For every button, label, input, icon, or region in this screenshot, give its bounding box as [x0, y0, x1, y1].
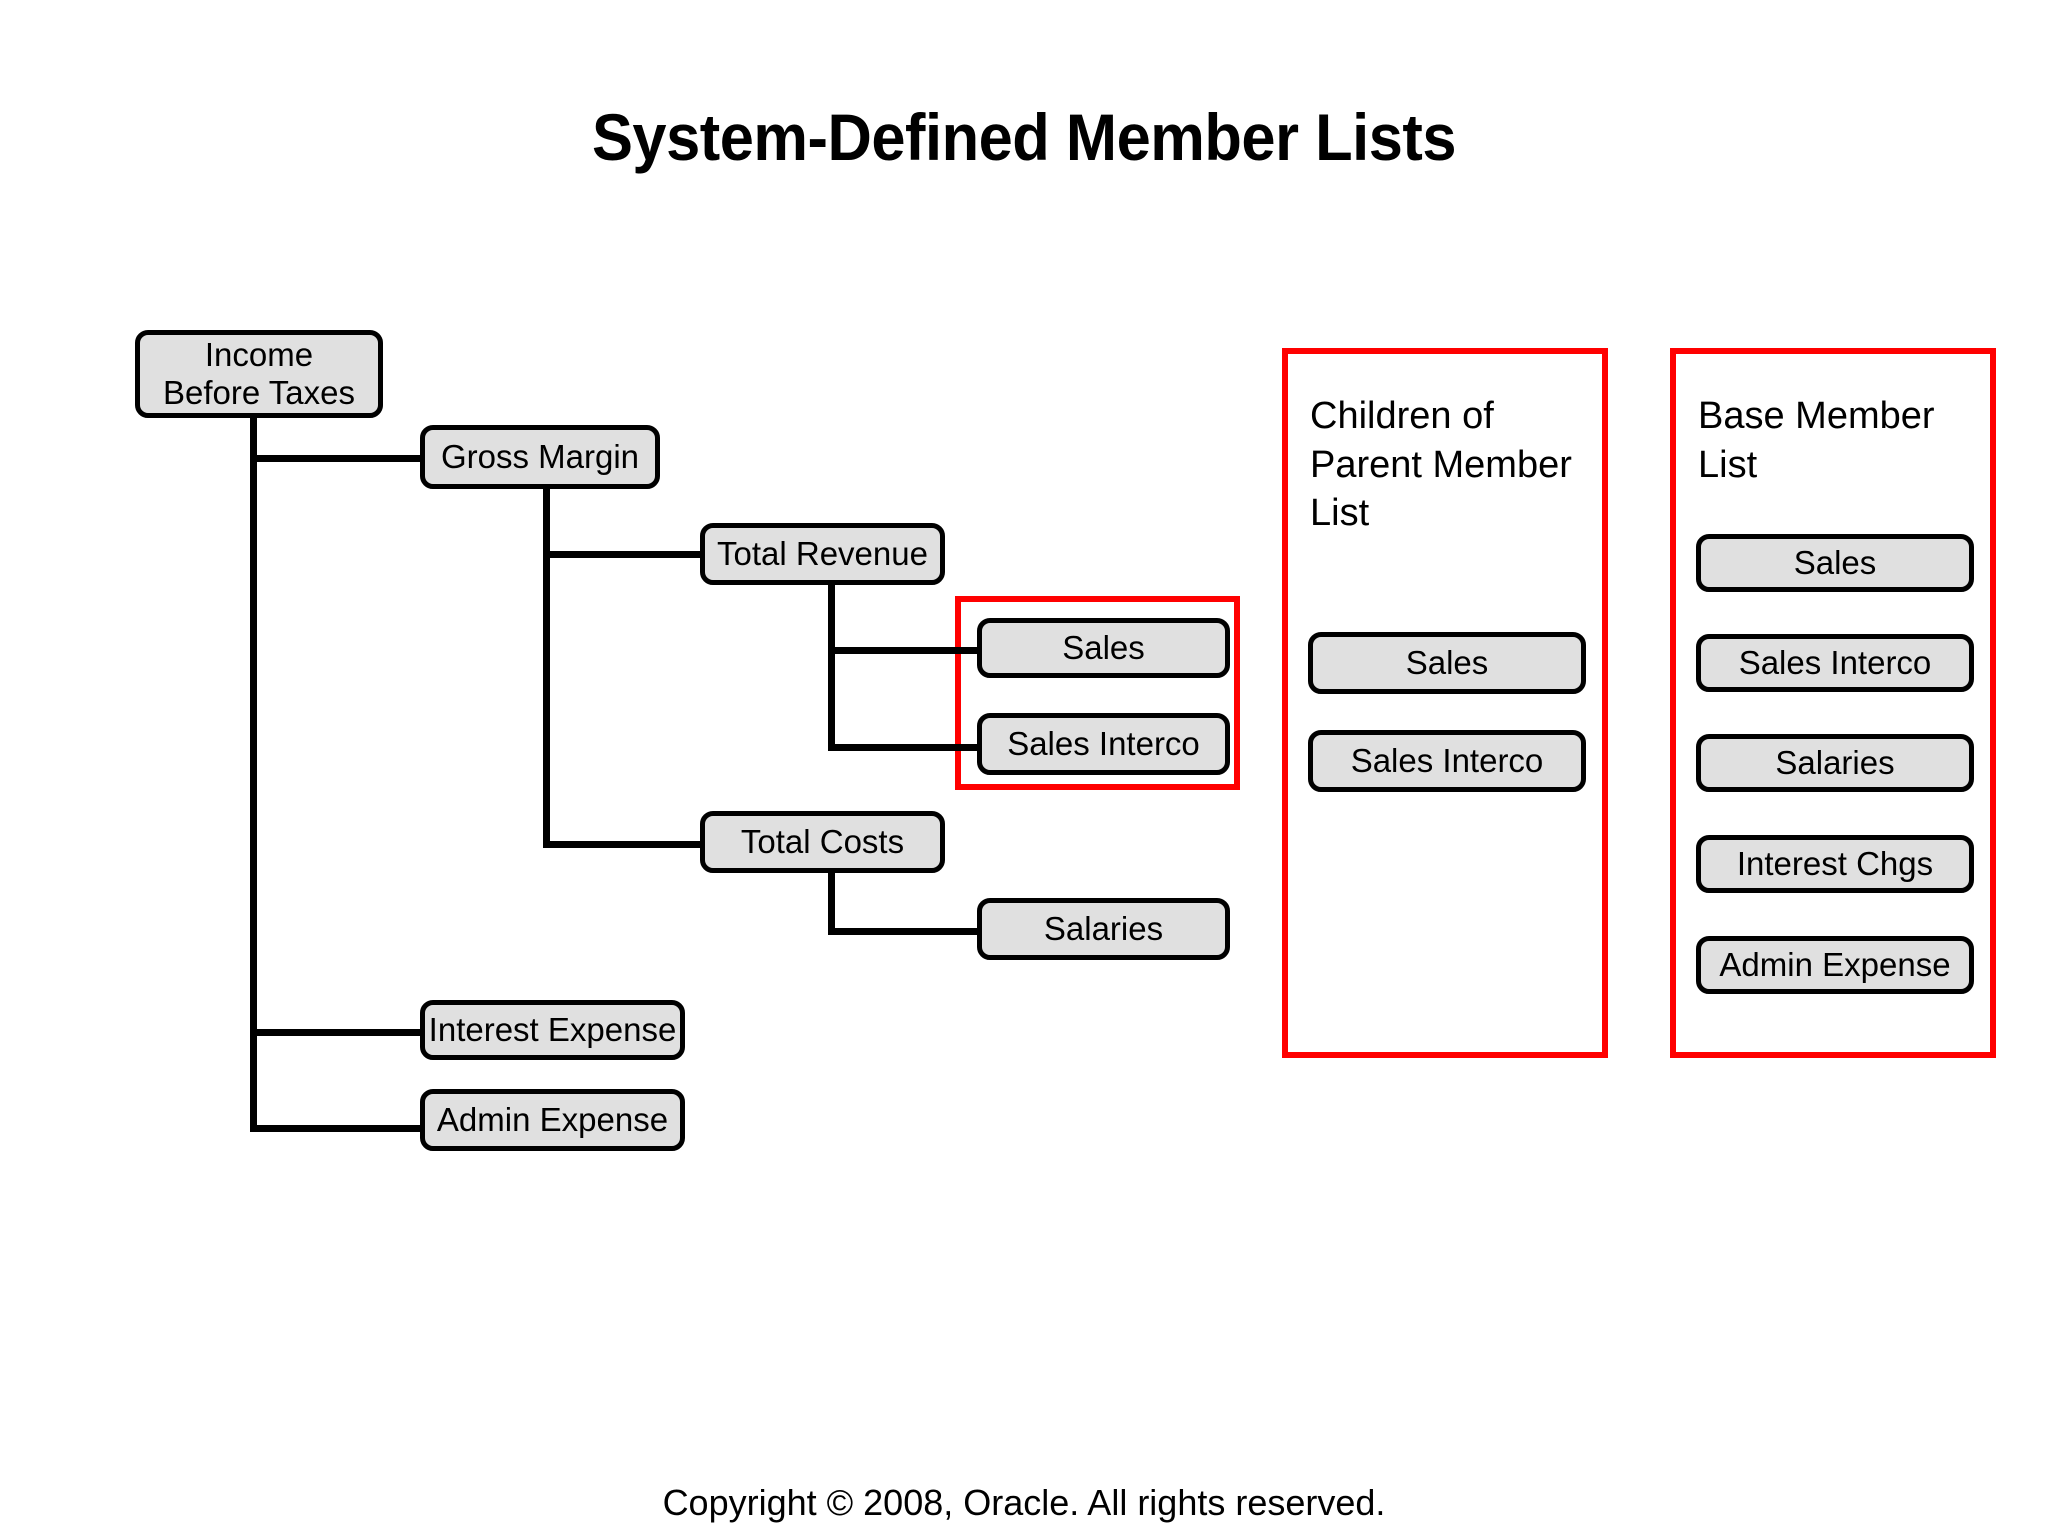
connector-total-revenue-spine — [828, 583, 835, 751]
node-label: Salaries — [1043, 909, 1164, 947]
node-label: Sales Interco — [1007, 724, 1200, 762]
node-label: Gross Margin — [440, 437, 640, 475]
panel-children-of-parent-member-list — [1282, 348, 1608, 1058]
panel-base-member-list — [1670, 348, 1996, 1058]
node-interest-expense[interactable]: Interest Expense — [420, 1000, 685, 1060]
panel-base-item-admin-expense[interactable]: Admin Expense — [1696, 936, 1974, 994]
node-label-line1: Income — [204, 336, 314, 374]
page-title: System-Defined Member Lists — [591, 100, 1457, 174]
connector-total-costs-spine — [828, 873, 835, 935]
node-label: Sales Interco — [1738, 643, 1932, 681]
panel-base-item-sales-interco[interactable]: Sales Interco — [1696, 634, 1974, 692]
connector-total-costs-to-salaries — [828, 928, 980, 935]
panel-base-item-sales[interactable]: Sales — [1696, 534, 1974, 592]
connector-root-to-gross-margin — [250, 455, 428, 462]
node-label: Total Revenue — [717, 534, 928, 572]
copyright-footer: Copyright © 2008, Oracle. All rights res… — [662, 1482, 1386, 1523]
tree-children-highlight-box — [955, 596, 1240, 790]
node-label: Sales — [1405, 643, 1489, 681]
node-total-revenue[interactable]: Total Revenue — [700, 523, 945, 585]
node-income-before-taxes[interactable]: Income Before Taxes — [135, 330, 383, 418]
panel-base-item-salaries[interactable]: Salaries — [1696, 734, 1974, 792]
node-sales-interco[interactable]: Sales Interco — [977, 713, 1230, 775]
panel-children-item-sales[interactable]: Sales — [1308, 632, 1586, 694]
connector-root-spine — [250, 414, 257, 1132]
panel-base-item-interest-chgs[interactable]: Interest Chgs — [1696, 835, 1974, 893]
node-label-line2: Before Taxes — [162, 374, 355, 411]
node-label: Sales Interco — [1350, 741, 1544, 779]
node-label: Interest Chgs — [1736, 844, 1934, 882]
node-label: Admin Expense — [1719, 945, 1951, 983]
connector-total-revenue-to-sales-interco — [828, 744, 980, 751]
node-label: Sales — [1062, 628, 1145, 666]
node-salaries[interactable]: Salaries — [977, 898, 1230, 960]
panel-heading-children-of-parent-member-list: Children of Parent Member List — [1310, 395, 1572, 535]
node-label: Sales — [1793, 543, 1877, 581]
node-label: Admin Expense — [436, 1100, 669, 1138]
node-admin-expense[interactable]: Admin Expense — [420, 1089, 685, 1151]
connector-gross-margin-to-total-revenue — [543, 551, 703, 558]
connector-root-to-interest-expense — [250, 1029, 428, 1036]
connector-gross-margin-to-total-costs — [543, 841, 703, 848]
node-label: Interest Expense — [428, 1010, 677, 1048]
panel-children-item-sales-interco[interactable]: Sales Interco — [1308, 730, 1586, 792]
panel-heading-base-member-list: Base Member List — [1698, 395, 1935, 486]
node-gross-margin[interactable]: Gross Margin — [420, 425, 660, 489]
connector-gross-margin-spine — [543, 488, 550, 848]
connector-total-revenue-to-sales — [828, 647, 980, 654]
node-sales[interactable]: Sales — [977, 618, 1230, 678]
node-label: Total Costs — [740, 822, 905, 860]
connector-root-to-admin-expense — [250, 1125, 428, 1132]
node-total-costs[interactable]: Total Costs — [700, 811, 945, 873]
node-label: Salaries — [1775, 743, 1895, 781]
